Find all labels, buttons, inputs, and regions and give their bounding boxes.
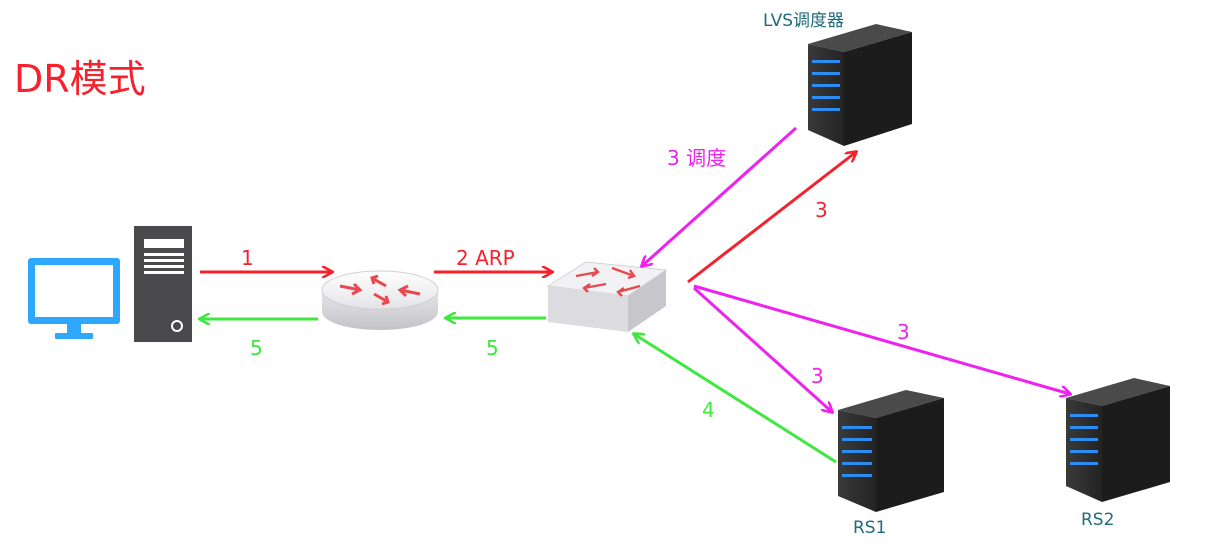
edge-label-client-to-router: 1 (241, 246, 254, 270)
edge-label-rs1-to-switch: 4 (702, 398, 715, 422)
arrow-switch-to-rs2 (693, 284, 1070, 394)
arrow-switch-to-lvs (687, 152, 856, 284)
edge-label-switch-to-router: 5 (486, 336, 499, 360)
diagram-title: DR模式 (14, 57, 146, 101)
rs2-label: RS2 (1081, 510, 1115, 530)
arrow-switch-to-rs1 (692, 286, 832, 412)
arrow-rs1-to-switch (634, 334, 837, 464)
edge-label-switch-to-rs1: 3 (811, 364, 824, 388)
edge-label-lvs-to-switch: 3 调度 (667, 146, 727, 170)
edge-label-router-to-client: 5 (250, 336, 263, 360)
lvs-scheduler-label: LVS调度器 (763, 11, 845, 31)
rs1-label: RS1 (853, 518, 887, 538)
rs1-server-icon (838, 390, 944, 512)
edge-label-switch-to-lvs: 3 (815, 198, 828, 222)
edge-label-switch-to-rs2: 3 (897, 320, 910, 344)
client-pc-tower-icon (134, 226, 192, 342)
arrow-lvs-to-switch (642, 126, 798, 266)
client-monitor-icon (28, 258, 120, 339)
switch-icon (546, 261, 668, 332)
router-icon (321, 270, 439, 330)
lvs-server-icon (808, 24, 912, 146)
rs2-server-icon (1066, 378, 1170, 502)
edge-label-router-to-switch: 2 ARP (456, 246, 515, 270)
